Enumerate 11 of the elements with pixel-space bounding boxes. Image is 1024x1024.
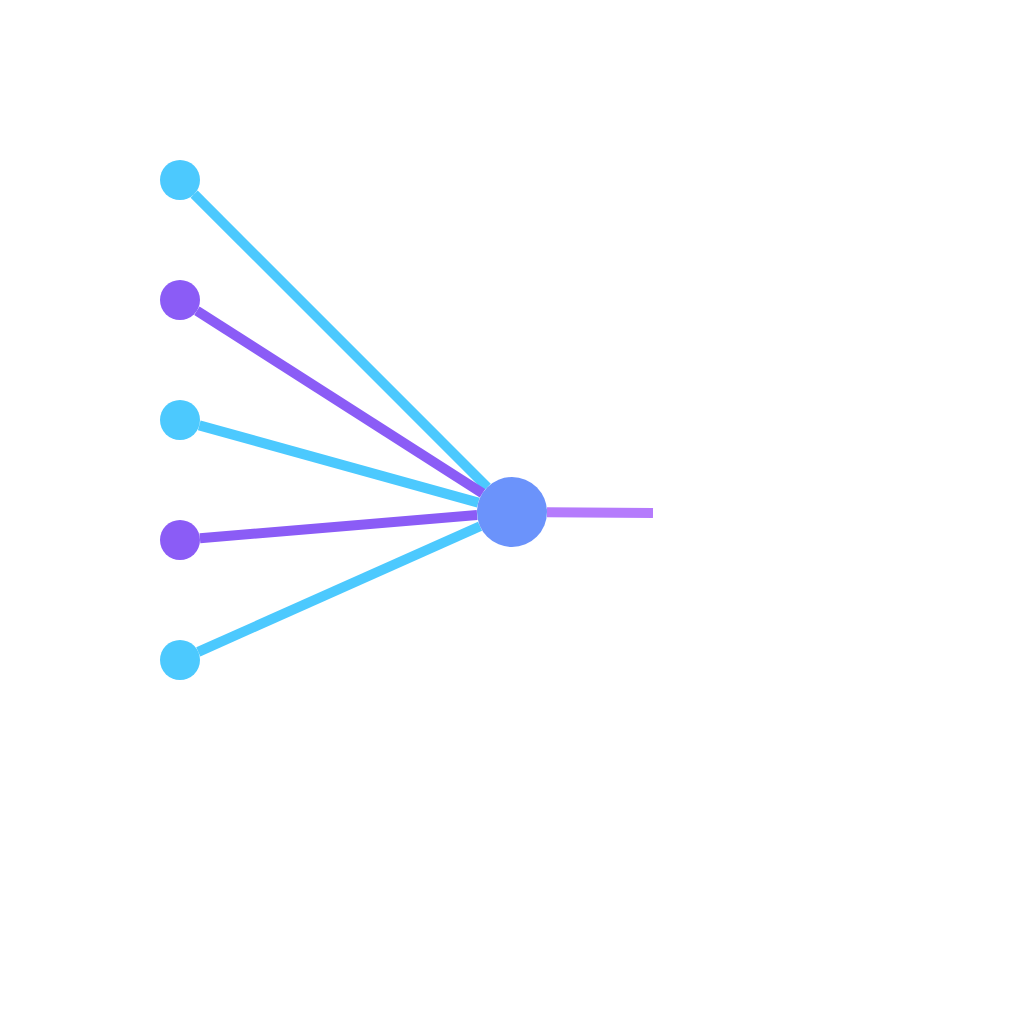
connector-line bbox=[199, 509, 478, 544]
connector-line bbox=[190, 190, 491, 491]
connector-line bbox=[196, 521, 483, 657]
input-node bbox=[160, 160, 200, 200]
connector-line bbox=[197, 420, 480, 508]
input-node bbox=[160, 520, 200, 560]
connector-line bbox=[546, 507, 654, 518]
input-node bbox=[160, 640, 200, 680]
connector-line bbox=[194, 306, 486, 498]
input-node bbox=[160, 280, 200, 320]
input-node bbox=[160, 400, 200, 440]
